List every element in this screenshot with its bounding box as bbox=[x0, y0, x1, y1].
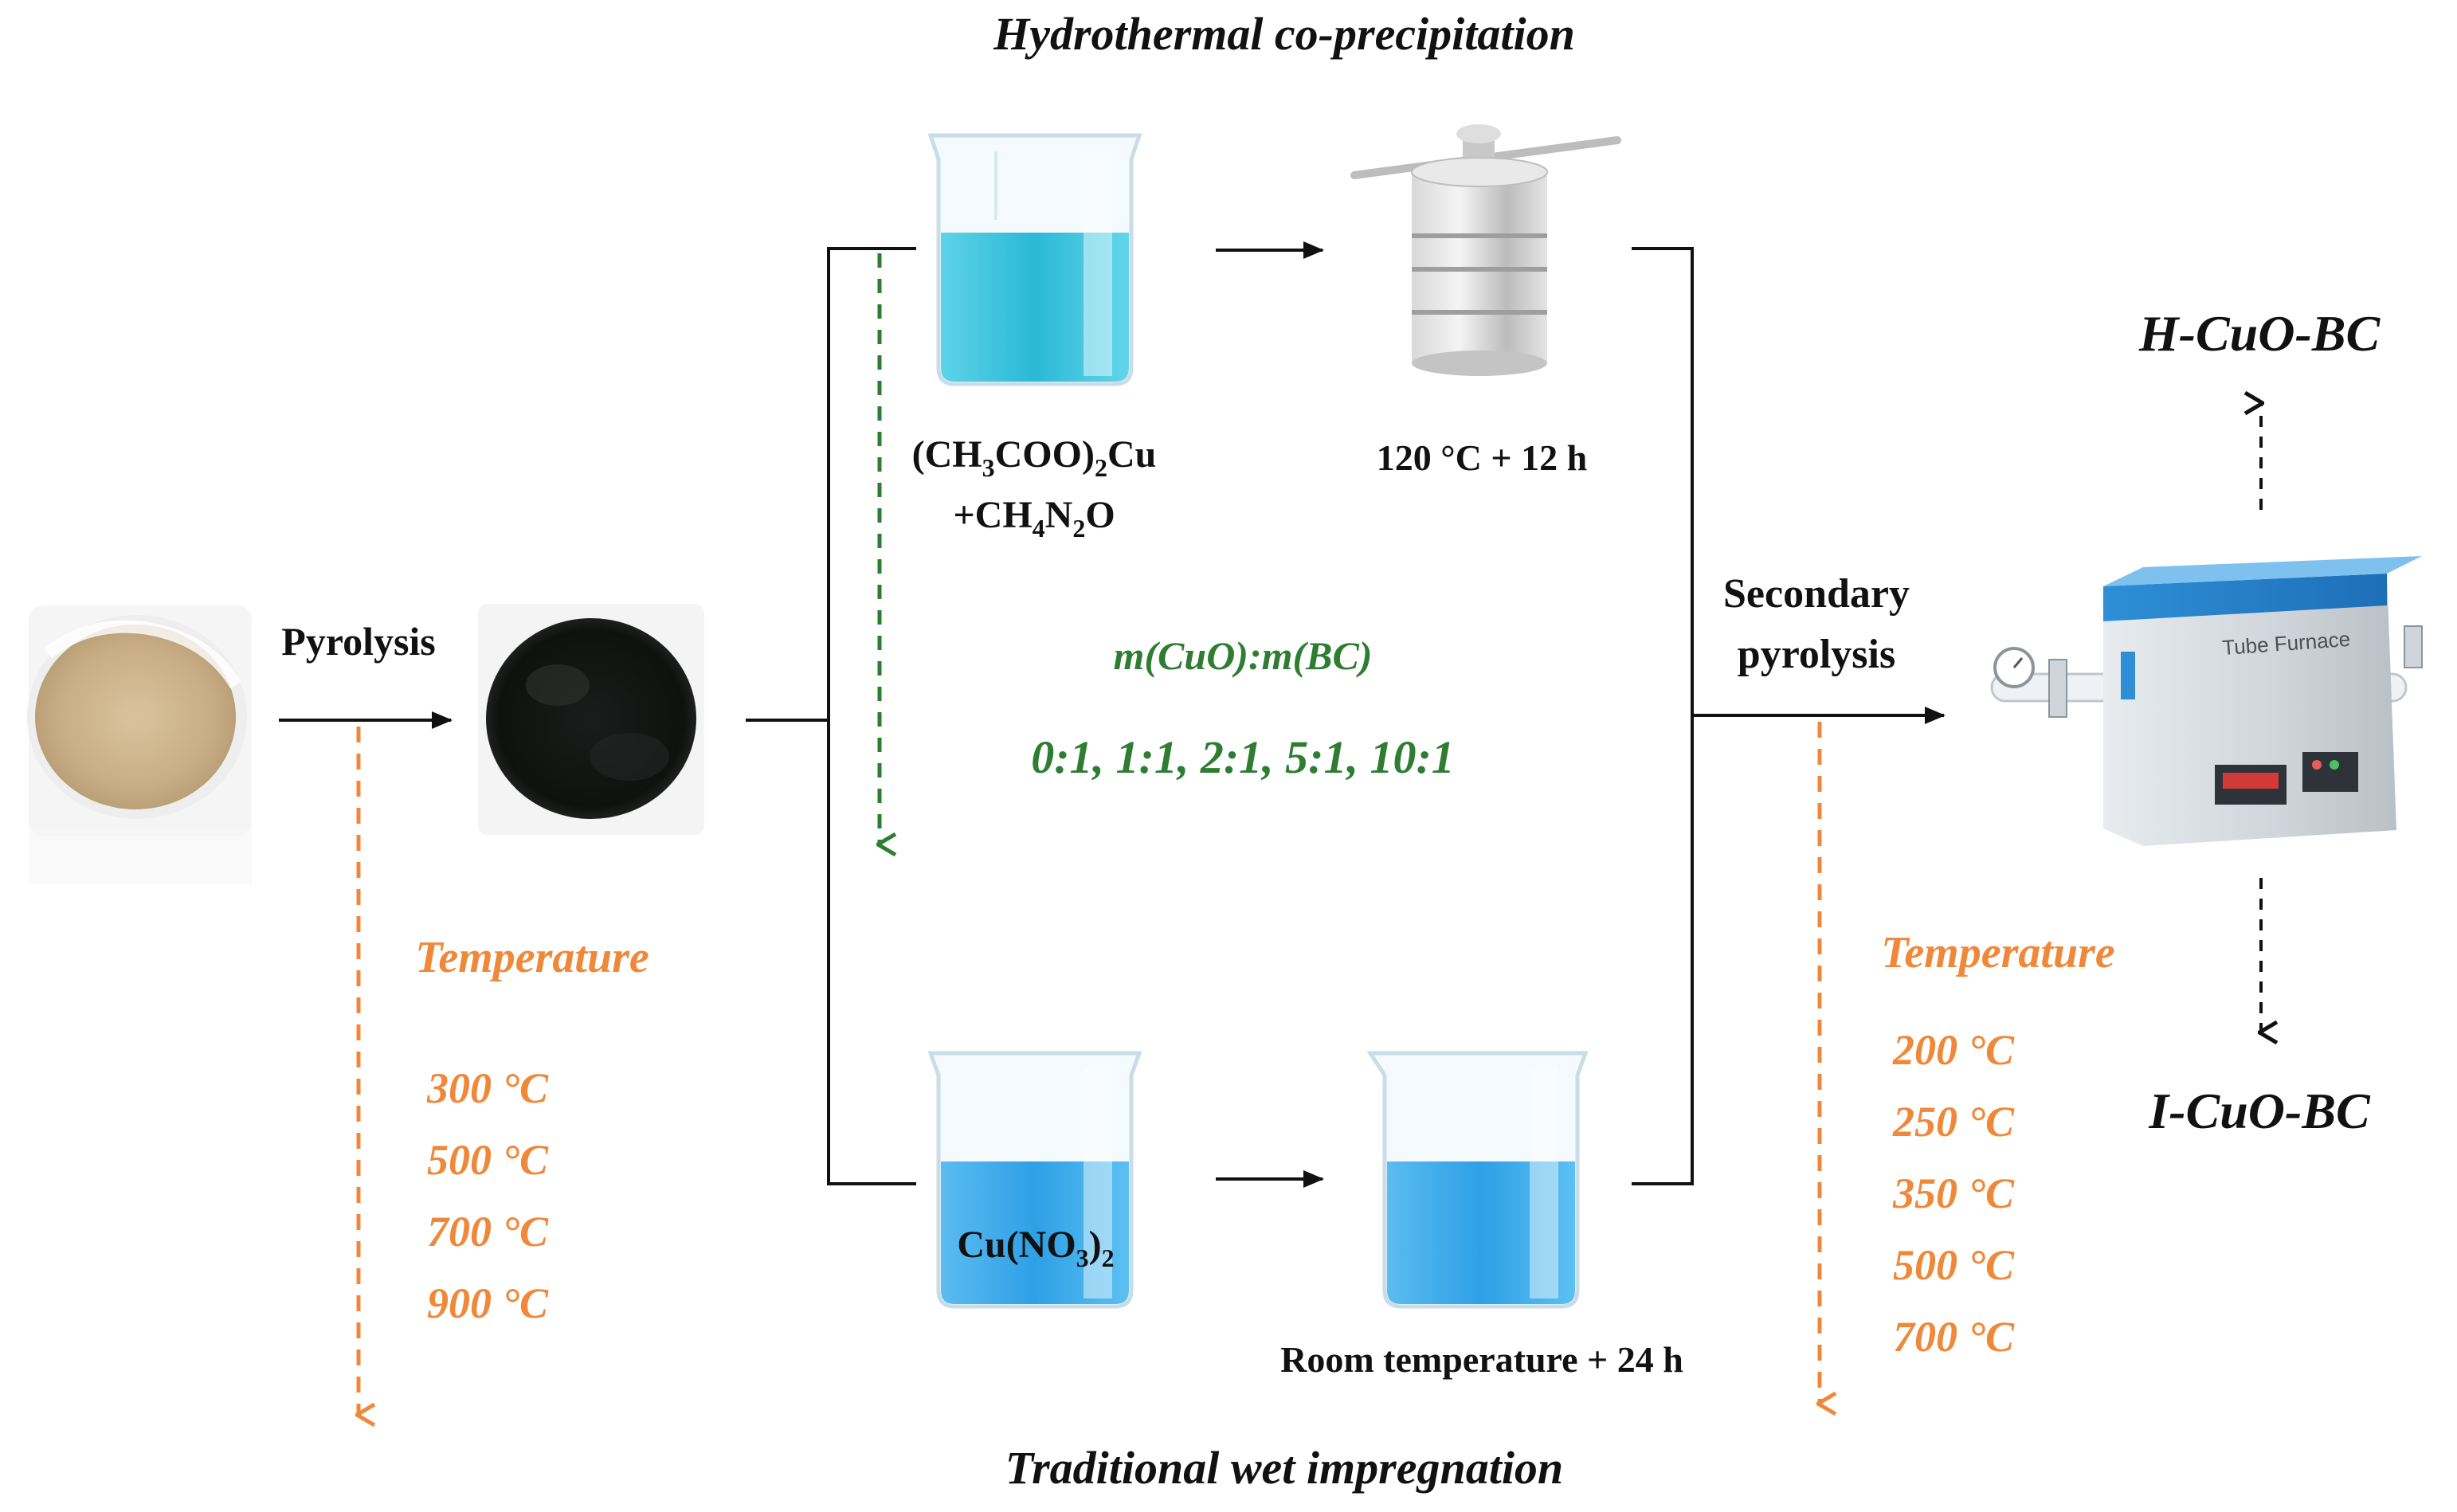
hydrothermal-reagent-line2: +CH4N2O bbox=[953, 494, 1115, 543]
branch-connector bbox=[746, 247, 916, 1185]
impregnation-reagent: Cu(NO3)2 bbox=[957, 1224, 1114, 1272]
temperature-value: 700 °C bbox=[1893, 1313, 2015, 1361]
autoclave-icon bbox=[1350, 124, 1621, 376]
impregnation-condition: Room temperature + 24 h bbox=[1280, 1339, 1683, 1380]
impregnation-beaker-icon bbox=[927, 1051, 1142, 1309]
pyrolysis-label: Pyrolysis bbox=[281, 619, 436, 664]
temperature-value: 500 °C bbox=[427, 1136, 549, 1184]
temperature-value: 200 °C bbox=[1892, 1026, 2015, 1074]
hydrothermal-condition: 120 °C + 12 h bbox=[1377, 437, 1587, 478]
hydrothermal-reagent-line1: (CH3COO)2Cu bbox=[912, 433, 1157, 482]
top-title: Hydrothermal co-precipitation bbox=[993, 8, 1575, 60]
secondary-label-line2: pyrolysis bbox=[1738, 632, 1895, 677]
temperature-value: 700 °C bbox=[427, 1208, 549, 1255]
temperature-value: 350 °C bbox=[1892, 1169, 2015, 1217]
temperature-value: 900 °C bbox=[427, 1279, 549, 1327]
temperature-value: 500 °C bbox=[1893, 1241, 2015, 1289]
biomass-powder-image bbox=[27, 605, 252, 884]
bottom-title: Traditional wet impregnation bbox=[1005, 1442, 1563, 1494]
product-top-label: H-CuO-BC bbox=[2138, 305, 2381, 362]
pyrolysis-temperature-list: 300 °C 500 °C 700 °C 900 °C bbox=[426, 1064, 549, 1327]
temperature-value: 250 °C bbox=[1892, 1098, 2015, 1146]
secondary-temperature-list: 200 °C 250 °C 350 °C 500 °C 700 °C bbox=[1892, 1026, 2015, 1361]
tube-furnace-icon: Tube Furnace bbox=[1990, 556, 2423, 846]
ratio-values: 0:1, 1:1, 2:1, 5:1, 10:1 bbox=[1031, 731, 1455, 783]
pyrolysis-temperature-heading: Temperature bbox=[415, 933, 649, 982]
merge-connector bbox=[1632, 247, 1694, 1185]
secondary-temperature-heading: Temperature bbox=[1881, 928, 2114, 977]
ratio-heading: m(CuO):m(BC) bbox=[1114, 633, 1373, 678]
secondary-label-line1: Secondary bbox=[1723, 571, 1910, 617]
temperature-value: 300 °C bbox=[426, 1064, 549, 1112]
hydrothermal-beaker-icon bbox=[927, 133, 1142, 386]
impregnated-beaker-icon bbox=[1366, 1051, 1589, 1309]
product-bottom-label: I-CuO-BC bbox=[2148, 1083, 2371, 1139]
biochar-image bbox=[478, 604, 704, 835]
